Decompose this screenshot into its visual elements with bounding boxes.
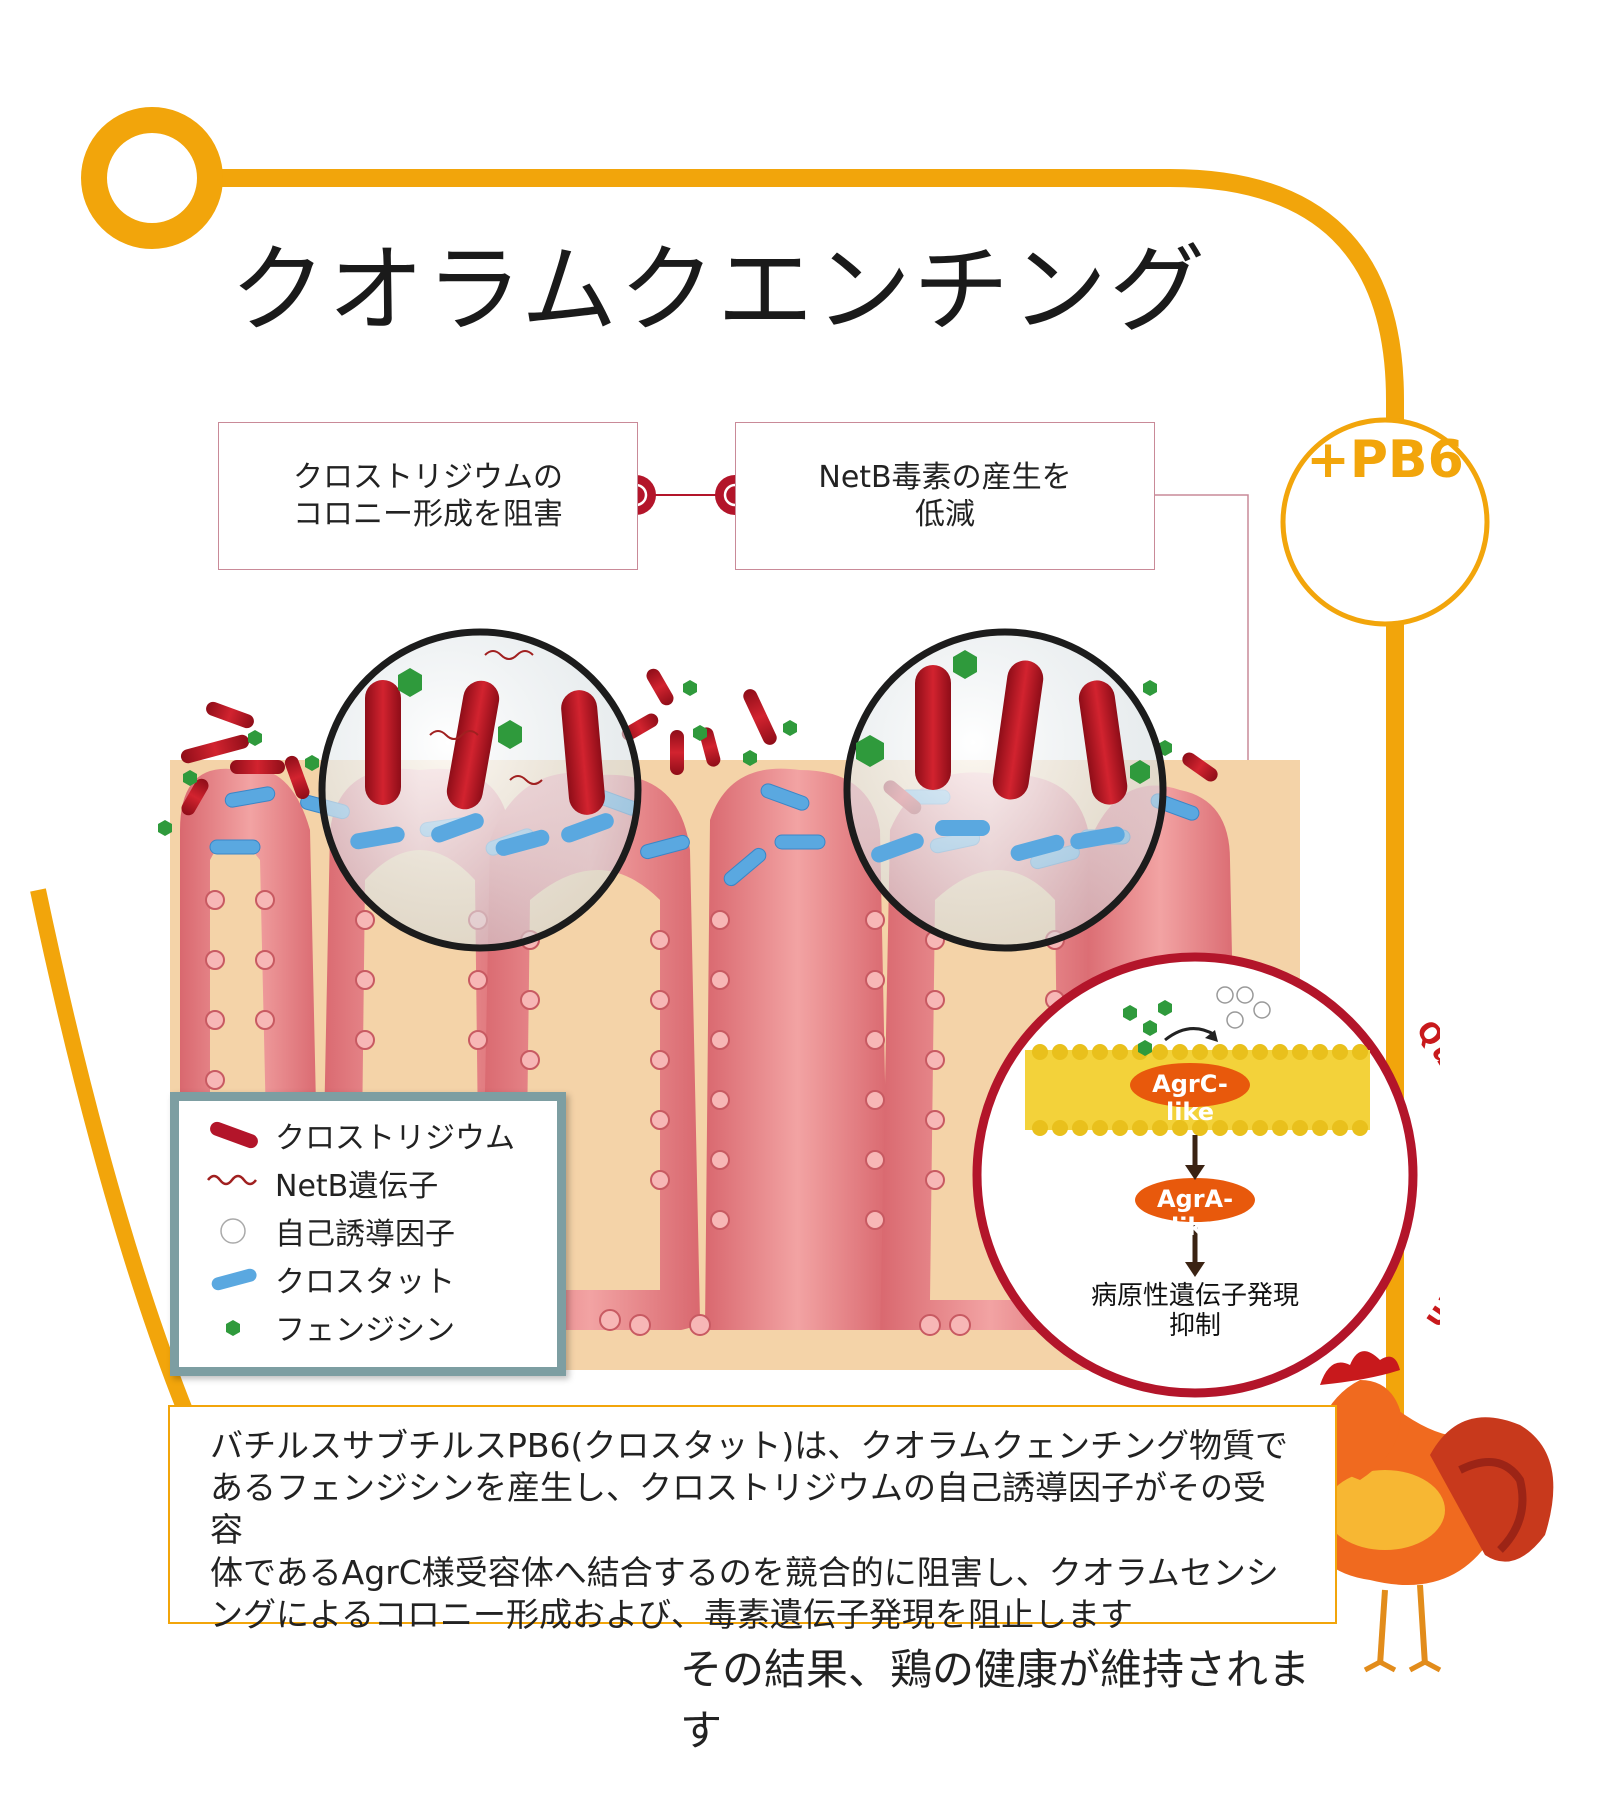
box-right-line1: NetB毒素の産生を (818, 459, 1072, 495)
description-line1: バチルスサブチルスPB6(クロスタット)は、クオラムクェンチング物質で (210, 1426, 1288, 1465)
magnifier-lens-right (843, 628, 1167, 952)
legend-item-clostridium: クロストリジウム (203, 1115, 515, 1156)
quorum-quenching-text: Quorum Quenching (970, 950, 1440, 1336)
description-line2: あるフェンジシンを産生し、クロストリジウムの自己誘導因子がその受容 (210, 1468, 1266, 1550)
green-hexagon-icon (203, 1312, 263, 1342)
page-title: クオラムクエンチング (230, 234, 1208, 346)
inset-result-line2: 抑制 (1168, 1310, 1221, 1341)
legend-item-autoinducer: 自己誘導因子 (203, 1211, 455, 1252)
quorum-quenching-inset (972, 952, 1418, 1398)
agrc-receptor (1130, 1063, 1250, 1107)
red-rod-icon (203, 1120, 263, 1150)
colonization-inhibition-box: クロストリジウムの コロニー形成を阻害 (218, 422, 638, 570)
netb-reduction-box: NetB毒素の産生を 低減 (735, 422, 1155, 570)
legend-label: 自己誘導因子 (275, 1217, 455, 1252)
description-text: バチルスサブチルスPB6(クロスタット)は、クオラムクェンチング物質で あるフェ… (210, 1425, 1290, 1636)
empty-circle-icon (203, 1216, 263, 1246)
blue-rod-icon (203, 1264, 263, 1294)
agra-regulator (1135, 1178, 1255, 1222)
description-line3: 体であるAgrC様受容体へ結合するのを競合的に阻害し、クオラムセンシ (210, 1552, 1279, 1592)
legend-item-netb: NetB遺伝子 (203, 1163, 439, 1204)
closing-statement: その結果、鶏の健康が維持されます (680, 1645, 1311, 1755)
release-arrow-icon (1164, 1027, 1216, 1042)
svg-text:Quorum Quenching: Quorum Quenching (970, 950, 1440, 1336)
frame-ring-icon (81, 107, 223, 249)
fengycin-molecules (158, 680, 1172, 836)
description-frame (168, 1405, 1337, 1624)
arrow-down-icon (1185, 1262, 1205, 1277)
box-right-line2: 低減 (915, 497, 975, 532)
agrc-label: AgrC-like (1152, 1070, 1228, 1126)
legend-item-fengycin: フェンジシン (203, 1307, 455, 1348)
pb6-badge-label: +PB6 (1306, 430, 1464, 490)
legend-item-clostat: クロスタット (203, 1259, 455, 1300)
orange-frame (30, 107, 1404, 1439)
legend-label: フェンジシン (275, 1313, 455, 1348)
wavy-gene-icon (203, 1168, 263, 1198)
legend-label: クロスタット (275, 1265, 455, 1300)
description-line4: ングによるコロニー形成および、毒素遺伝子発現を阻止します (210, 1594, 1134, 1634)
legend-label: クロストリジウム (275, 1121, 515, 1156)
box-left-line1: クロストリジウムの (293, 459, 563, 495)
quorum-quenching-arc: Quorum Quenching (970, 950, 1440, 1336)
arrow-down-icon (1185, 1165, 1205, 1180)
inset-result: 病原性遺伝子発現 抑制 (1060, 1281, 1330, 1342)
legend-label: NetB遺伝子 (275, 1169, 439, 1204)
magnifier-lens-left (318, 628, 642, 952)
agra-label: AgrA-like (1156, 1185, 1234, 1241)
inset-result-line1: 病原性遺伝子発現 (1090, 1281, 1299, 1311)
box-left-line2: コロニー形成を阻害 (293, 497, 563, 532)
legend-panel: クロストリジウム NetB遺伝子 自己誘導因子 クロスタット フェンジシン (170, 1092, 566, 1376)
pb6-badge-circle (1280, 417, 1490, 627)
